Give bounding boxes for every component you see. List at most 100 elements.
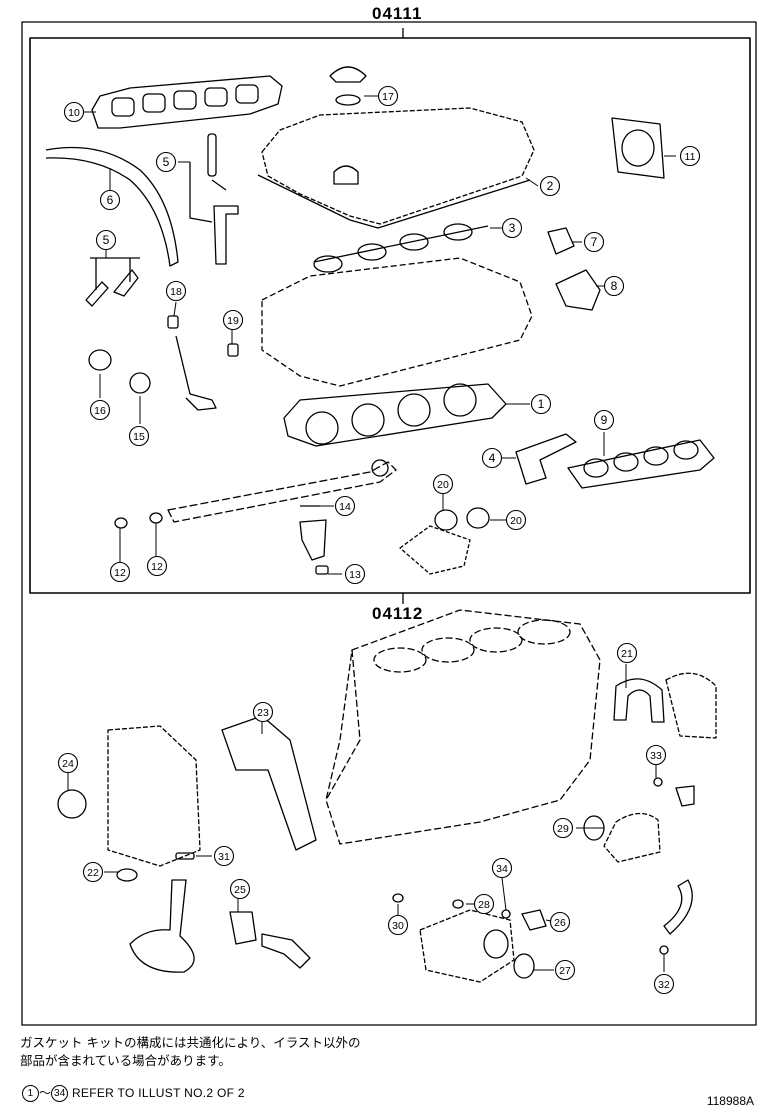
- callout-34: 34: [491, 857, 513, 879]
- callout-33: 33: [645, 744, 667, 766]
- part-17-oil-filler-cap: [329, 66, 367, 106]
- callout-5: 5: [155, 151, 177, 173]
- oil-strainer: [129, 879, 195, 973]
- part-20-seal-left: [434, 509, 458, 531]
- callout-3: 3: [501, 217, 523, 239]
- part-2-head-cover: [257, 107, 535, 229]
- svg-text:29: 29: [557, 823, 569, 835]
- callout-23: 23: [252, 701, 274, 723]
- svg-text:5: 5: [103, 233, 110, 247]
- svg-text:1: 1: [538, 397, 545, 411]
- part-29-seal: [57, 789, 87, 819]
- svg-text:33: 33: [650, 750, 662, 762]
- callout-2: 2: [539, 175, 561, 197]
- callout-16: 16: [89, 399, 111, 421]
- part-21-rear-seal-retainer: [613, 678, 665, 723]
- reference-text: REFER TO ILLUST NO.2 OF 2: [71, 1086, 245, 1100]
- part-34-oring: [501, 909, 511, 919]
- part-30-oring: [392, 893, 404, 903]
- part-23-gasket: [221, 715, 317, 851]
- part-4-gasket: [515, 433, 577, 485]
- part-11-gasket: [611, 117, 665, 179]
- svg-text:11: 11: [685, 151, 696, 163]
- part-22-oring: [116, 868, 138, 882]
- callout-28: 28: [473, 893, 495, 915]
- svg-text:31: 31: [218, 851, 230, 863]
- callout-15: 15: [128, 425, 150, 447]
- footnote-japanese: ガスケット キットの構成には共通化により、イラスト以外の 部品が含まれている場合…: [20, 1034, 360, 1070]
- svg-text:23: 23: [257, 707, 269, 719]
- part-31-oring: [175, 852, 195, 860]
- svg-text:8: 8: [611, 279, 618, 293]
- svg-text:32: 32: [658, 979, 670, 991]
- callout-26: 26: [549, 911, 571, 933]
- callout-20: 20: [505, 509, 527, 531]
- svg-text:6: 6: [107, 193, 114, 207]
- svg-text:20: 20: [437, 479, 449, 491]
- callout-25: 25: [229, 878, 251, 900]
- part-12-seal-left: [114, 517, 128, 529]
- svg-text:4: 4: [489, 451, 496, 465]
- callout-19: 19: [222, 309, 244, 331]
- svg-text:28: 28: [478, 899, 490, 911]
- svg-text:22: 22: [87, 867, 99, 879]
- part-25-fitting: [521, 909, 547, 931]
- camshaft: [167, 461, 397, 523]
- svg-text:24: 24: [62, 758, 74, 770]
- svg-text:9: 9: [601, 413, 608, 427]
- svg-text:12: 12: [151, 561, 163, 573]
- svg-text:27: 27: [559, 965, 571, 977]
- callout-24: 24: [57, 752, 79, 774]
- part-24-gasket: [229, 911, 257, 945]
- part-27-oring: [452, 899, 464, 909]
- part-10-intake-gasket: [91, 75, 283, 129]
- part-5-pins: [85, 133, 239, 307]
- part-1-head-gasket: [283, 383, 507, 447]
- part-6-guide: [45, 146, 179, 267]
- svg-text:10: 10: [68, 107, 80, 119]
- callout-9: 9: [593, 409, 615, 431]
- callout-11: 11: [679, 145, 701, 167]
- svg-text:2: 2: [547, 179, 554, 193]
- callout-4: 4: [481, 447, 503, 469]
- svg-text:18: 18: [170, 286, 182, 298]
- svg-text:34: 34: [496, 863, 508, 875]
- cylinder-head: [261, 257, 533, 387]
- callout-8: 8: [603, 275, 625, 297]
- callout-29: 29: [552, 817, 574, 839]
- callout-13: 13: [344, 563, 366, 585]
- part-15-seal: [129, 372, 151, 394]
- part-33-oring: [653, 777, 663, 787]
- svg-text:19: 19: [227, 315, 239, 327]
- range-start-badge: 1: [22, 1085, 39, 1103]
- part-8-gasket: [555, 269, 601, 311]
- callout-12: 12: [146, 555, 168, 577]
- callout-1: 1: [530, 393, 552, 415]
- part-9-exhaust-gasket: [567, 439, 715, 489]
- illustration-code: 118988A: [706, 1094, 754, 1108]
- callout-6: 6: [99, 189, 121, 211]
- kit-04111-box: [29, 37, 751, 594]
- footnote-line-1: ガスケット キットの構成には共通化により、イラスト以外の: [20, 1035, 361, 1050]
- outer-frame: [21, 21, 757, 1026]
- callout-5: 5: [95, 229, 117, 251]
- svg-text:20: 20: [510, 515, 522, 527]
- callout-10: 10: [63, 101, 85, 123]
- range-separator: ～: [39, 1086, 52, 1100]
- part-12-seal-right: [149, 512, 163, 524]
- svg-text:16: 16: [94, 405, 106, 417]
- part-7-gasket: [547, 227, 575, 255]
- water-pump: [419, 909, 515, 983]
- rear-cover: [665, 672, 717, 739]
- svg-text:17: 17: [382, 91, 394, 103]
- oil-filter: [603, 812, 661, 863]
- part-16-seal: [88, 349, 112, 371]
- svg-text:21: 21: [621, 648, 633, 660]
- kit-code-04111: 04111: [372, 4, 423, 23]
- callout-17: 17: [377, 85, 399, 107]
- part-20-seal-right: [466, 507, 490, 529]
- svg-text:26: 26: [554, 917, 566, 929]
- kit-code-04112: 04112: [372, 604, 424, 623]
